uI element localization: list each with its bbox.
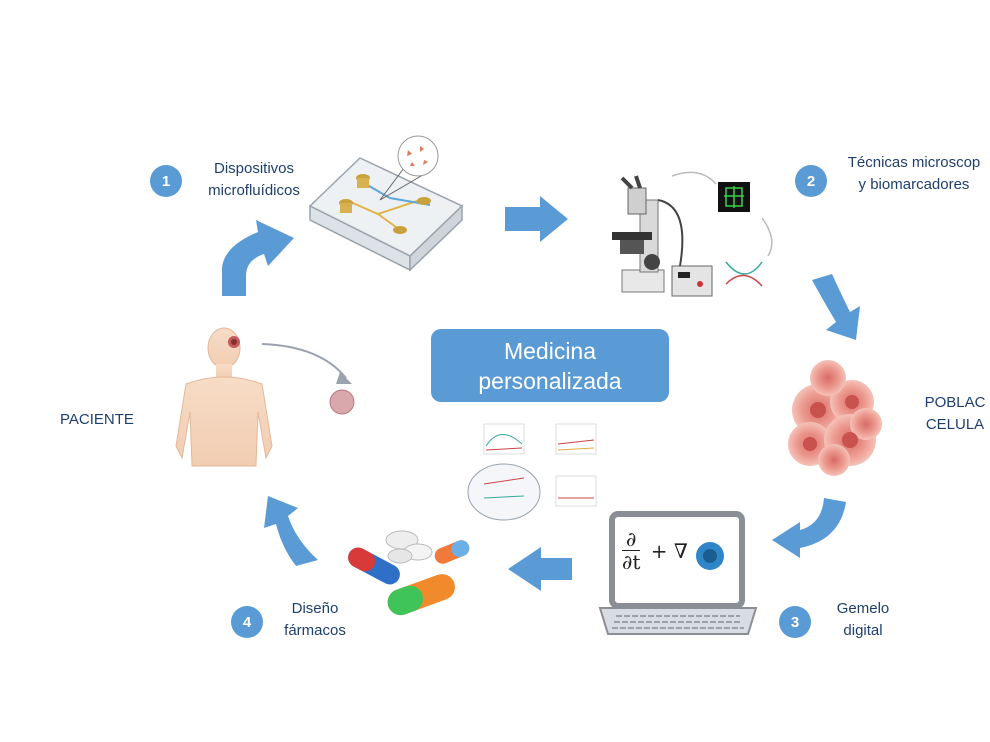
drug-pills-icon: [348, 530, 470, 616]
step-2-badge: 2: [795, 165, 827, 197]
microscope-icon: [612, 171, 773, 297]
pde-formula: ∂ ∂t + ∇: [622, 528, 688, 573]
arrow-microscope-to-cells: [812, 274, 860, 340]
simulation-plots-icon: [467, 423, 597, 521]
patient-body-icon: [175, 327, 355, 467]
formula-denominator: ∂t: [622, 550, 641, 574]
arrow-chip-to-microscope: [505, 196, 568, 242]
step-4-badge: 4: [231, 606, 263, 638]
laptop-icon: [598, 511, 758, 635]
step-3-label: Gemelo digital: [836, 600, 890, 639]
arrow-patient-to-chip: [222, 220, 294, 296]
formula-numerator: ∂: [622, 528, 641, 551]
step-2-label: Técnicas microscop y biomarcadores: [847, 154, 981, 193]
step-4-label: Diseño fármacos: [284, 600, 346, 639]
arrow-cells-to-twin: [772, 498, 846, 558]
step-1-label: Dispositivos microfluídicos: [208, 160, 300, 199]
step-3-badge: 3: [779, 606, 811, 638]
cell-population-icon: [788, 360, 882, 476]
formula-operator: + ∇: [650, 538, 688, 563]
patient-label: PACIENTE: [60, 411, 134, 428]
arrow-drugs-to-patient: [264, 496, 318, 566]
step-1-badge: 1: [150, 165, 182, 197]
microfluidic-chip-icon: [308, 135, 464, 272]
arrow-twin-to-drugs: [508, 547, 572, 591]
center-title: Medicina personalizada: [431, 329, 669, 402]
cell-population-label: POBLAC CELULA: [924, 394, 986, 433]
